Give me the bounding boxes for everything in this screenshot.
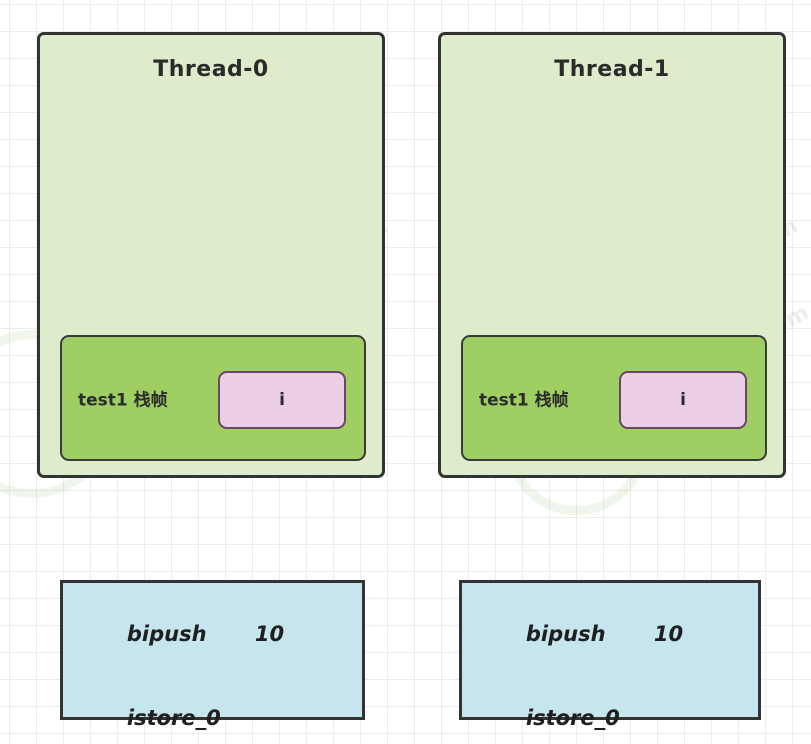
bytecode-opcode: istore_0	[126, 705, 221, 730]
bytecode-opcode: bipush	[126, 621, 207, 646]
thread-title: Thread-0	[153, 57, 269, 82]
bytecode-operand: 10	[254, 621, 285, 646]
stack-frame-label: test1 栈帧	[479, 390, 569, 411]
stack-frame-box[interactable]: test1 栈帧 i	[60, 335, 366, 461]
thread-box-0[interactable]: Thread-0 test1 栈帧 i	[37, 32, 385, 478]
bytecode-line: bipush 10	[482, 593, 758, 677]
thread-box-1[interactable]: Thread-1 test1 栈帧 i	[438, 32, 786, 478]
bytecode-operand: 10	[653, 621, 684, 646]
bytecode-opcode: istore_0	[525, 705, 620, 730]
thread-title: Thread-1	[554, 57, 670, 82]
local-variable-slot-i[interactable]: i	[218, 371, 346, 429]
bytecode-line: istore_0	[482, 677, 758, 744]
local-variable-slot-i[interactable]: i	[619, 371, 747, 429]
bytecode-opcode: bipush	[525, 621, 606, 646]
bytecode-line: istore_0	[83, 677, 362, 744]
stack-frame-label: test1 栈帧	[78, 390, 168, 411]
bytecode-line: bipush 10	[83, 593, 362, 677]
stack-frame-box[interactable]: test1 栈帧 i	[461, 335, 767, 461]
